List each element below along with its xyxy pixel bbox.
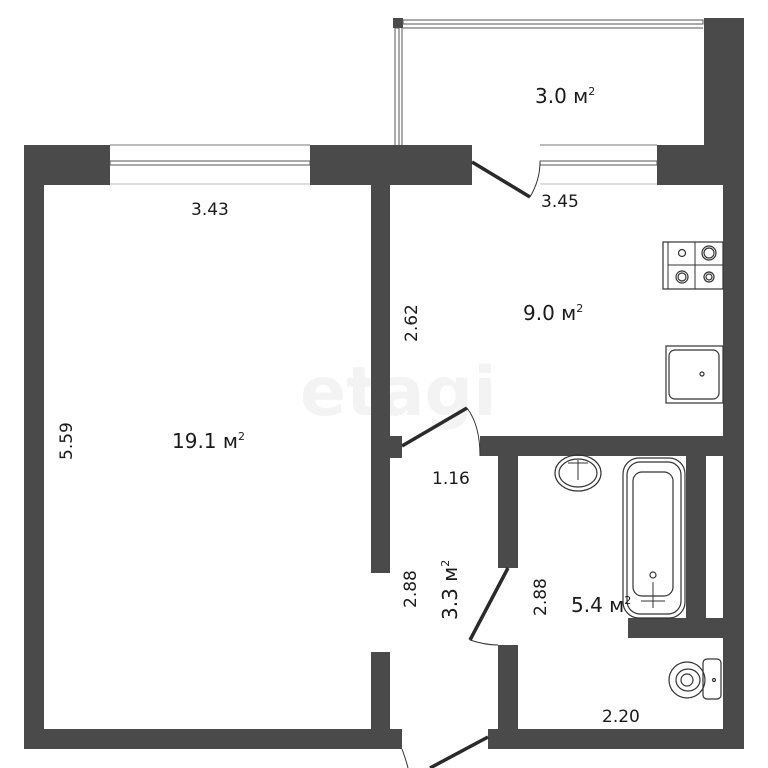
dim-hallway-length: 2.88 bbox=[401, 570, 421, 608]
kitchen-window bbox=[539, 160, 658, 166]
room-area-balcony: 3.0 м2 bbox=[535, 84, 595, 108]
washbasin-icon bbox=[554, 454, 602, 492]
toilet-icon bbox=[668, 658, 722, 700]
dim-kitchen-length: 2.62 bbox=[402, 304, 422, 342]
stove-icon bbox=[662, 241, 724, 290]
dim-living-length: 5.59 bbox=[57, 422, 77, 460]
kitchen-door bbox=[401, 406, 468, 448]
walls bbox=[24, 144, 744, 749]
balcony-window-left bbox=[394, 27, 400, 147]
room-area-bathroom: 5.4 м2 bbox=[571, 593, 631, 617]
dim-kitchen-width: 3.45 bbox=[541, 192, 579, 212]
balcony-door bbox=[471, 160, 531, 199]
dim-bathroom-width: 2.20 bbox=[602, 707, 640, 727]
entrance-door bbox=[429, 735, 489, 768]
bathroom-door bbox=[468, 567, 510, 641]
doors bbox=[401, 160, 541, 768]
kitchen-sink-icon bbox=[665, 345, 724, 404]
room-area-living: 19.1 м2 bbox=[172, 429, 245, 453]
dim-bathroom-length: 2.88 bbox=[531, 578, 551, 616]
room-area-hallway: 3.3 м2 bbox=[438, 560, 462, 620]
room-area-kitchen: 9.0 м2 bbox=[523, 301, 583, 325]
dim-living-width: 3.43 bbox=[191, 200, 229, 220]
dim-hallway-width: 1.16 bbox=[432, 469, 470, 489]
balcony-corner bbox=[393, 18, 403, 28]
living-window bbox=[109, 160, 311, 166]
watermark: etagi bbox=[300, 353, 497, 432]
balcony bbox=[393, 18, 744, 147]
bathtub-icon bbox=[622, 457, 686, 619]
balcony-right-wall bbox=[704, 18, 744, 146]
balcony-window-top bbox=[402, 19, 704, 25]
